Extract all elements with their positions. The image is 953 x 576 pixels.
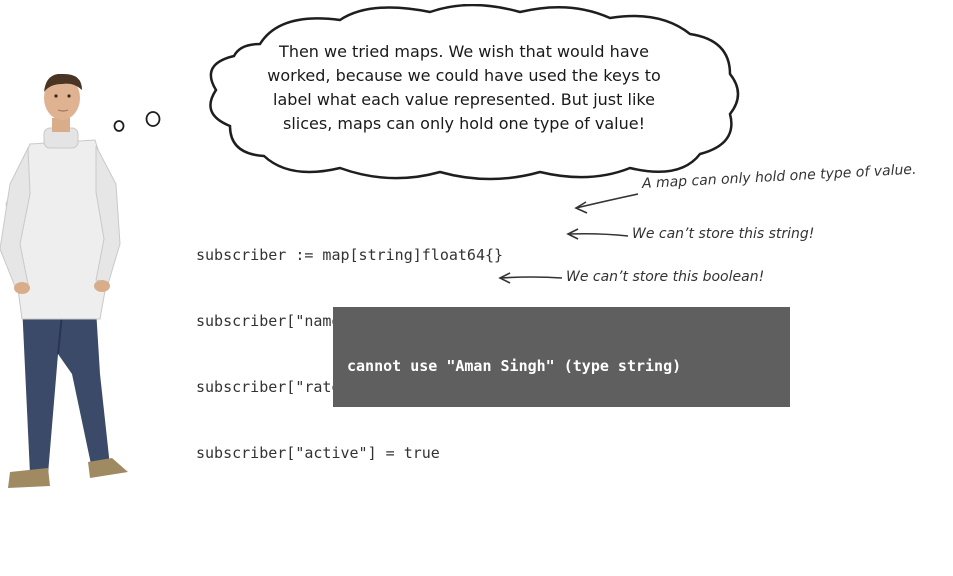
error-line: cannot use "Aman Singh" (type string) — [347, 357, 682, 375]
thought-line: label what each value represented. But j… — [273, 90, 655, 109]
error-line: as type float64 in assignment — [347, 417, 609, 435]
compiler-error-box: cannot use "Aman Singh" (type string) as… — [333, 307, 790, 555]
arrow-boolean — [499, 276, 563, 279]
thought-bubbles — [113, 111, 161, 132]
thought-line: Then we tried maps. We wish that would h… — [279, 42, 649, 61]
annotation-boolean: We can’t store this boolean! — [566, 269, 765, 285]
thought-text: Then we tried maps. We wish that would h… — [252, 40, 676, 136]
thought-line: worked, because we could have used the k… — [267, 66, 661, 85]
arrow-string — [567, 232, 629, 237]
man-illustration — [0, 74, 128, 488]
annotation-string: We can’t store this string! — [632, 226, 815, 242]
error-line: cannot use true (type bool) — [347, 477, 591, 495]
thought-cloud — [209, 4, 740, 181]
thought-line: slices, maps can only hold one type of v… — [282, 114, 646, 133]
code-line: subscriber["active"] = true — [196, 444, 440, 462]
error-line: as type float64 in assignment — [347, 537, 609, 555]
arrow-map-type — [575, 193, 639, 209]
code-line: subscriber := map[string]float64{} — [196, 246, 504, 264]
